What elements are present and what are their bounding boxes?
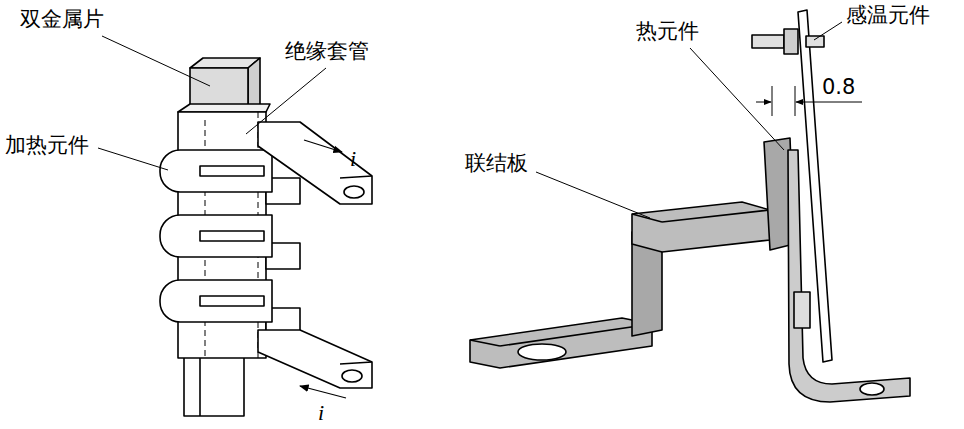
- screw: [752, 35, 784, 48]
- coil-slot: [200, 296, 264, 306]
- coil-turn: [160, 215, 272, 257]
- sleeve-top: [178, 104, 270, 112]
- part-name: 双金属片: [20, 6, 104, 32]
- terminal-hole: [344, 186, 364, 198]
- terminal-hole: [860, 383, 884, 395]
- heater-assembly: [160, 58, 372, 416]
- thermal-element: [788, 150, 910, 402]
- leaders: [98, 22, 842, 218]
- terminal: [258, 330, 372, 388]
- leader-line: [536, 172, 650, 218]
- part-name: 热元件: [636, 18, 699, 44]
- current-arrow: [304, 140, 342, 152]
- heating-coil: [160, 150, 300, 334]
- coil-turn: [160, 150, 272, 192]
- dimension-value: 0.8: [822, 74, 855, 100]
- terminal: [258, 122, 372, 204]
- nut: [784, 29, 798, 54]
- coil-slot: [200, 166, 264, 176]
- terminal-hole: [342, 370, 362, 382]
- bimetal-edge: [199, 350, 201, 416]
- screw: [806, 36, 824, 47]
- terminal-edge: [340, 176, 372, 178]
- coil-turn: [160, 280, 272, 322]
- dimension-arrow: [756, 102, 771, 103]
- part-name: 联结板: [465, 150, 528, 176]
- part-name: 绝缘套管: [285, 38, 369, 64]
- leader-line: [246, 68, 326, 134]
- plate-edge: [662, 210, 770, 222]
- leader-line: [102, 36, 210, 86]
- dimension-arrow: [796, 102, 862, 103]
- coil-slot: [200, 231, 264, 241]
- plate-edge: [470, 340, 500, 346]
- plate-hole: [518, 344, 566, 360]
- part-name: 感温元件: [846, 2, 930, 28]
- leader-line: [98, 148, 168, 170]
- terminal-edge: [340, 362, 372, 364]
- leader-line: [814, 22, 842, 40]
- plate-edge: [632, 214, 662, 222]
- extension-line: [795, 86, 796, 116]
- current-symbol: i: [350, 146, 356, 172]
- current-symbol: i: [318, 400, 324, 426]
- thermal-element-assembly: [470, 10, 910, 402]
- connecting-plate: [632, 202, 770, 252]
- bimetal-strip-bottom: [184, 350, 244, 416]
- clamp: [794, 292, 810, 328]
- leader-line: [690, 48, 784, 150]
- plate-edge: [500, 324, 652, 346]
- current-arrow: [300, 386, 346, 398]
- part-name: 加热元件: [5, 132, 89, 158]
- connecting-plate: [470, 318, 652, 368]
- extension-line: [772, 86, 773, 116]
